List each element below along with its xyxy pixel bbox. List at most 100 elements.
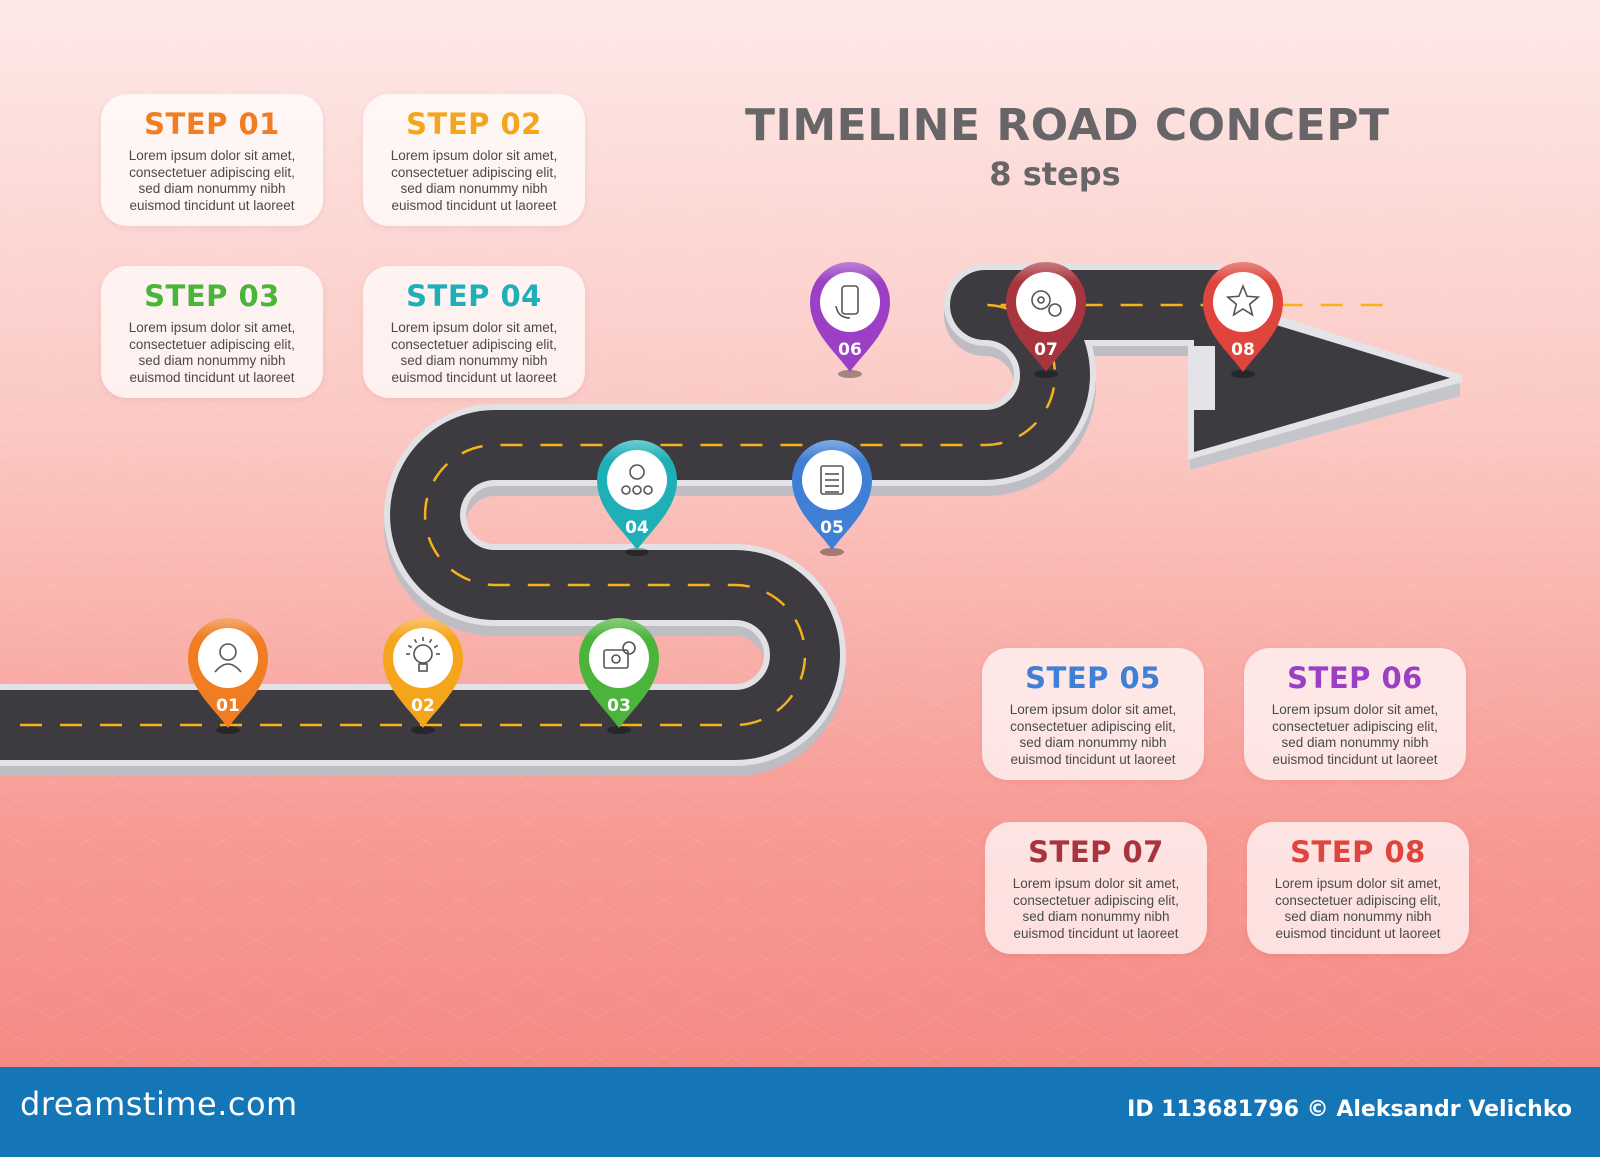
step-line: sed diam nonummy nibh: [138, 181, 286, 196]
step-card-08: STEP 08 Lorem ipsum dolor sit amet, cons…: [1247, 822, 1469, 954]
pin-label: 02: [411, 696, 435, 716]
step-title: STEP 06: [1287, 661, 1423, 695]
step-title: STEP 03: [144, 279, 280, 313]
step-line: sed diam nonummy nibh: [1022, 909, 1170, 924]
pin-label: 08: [1231, 340, 1255, 360]
pin-shadow: [1231, 370, 1255, 378]
step-line: Lorem ipsum dolor sit amet,: [390, 148, 558, 163]
step-title: STEP 02: [406, 107, 542, 141]
map-pin-04: 04: [597, 440, 677, 556]
step-card-02: STEP 02 Lorem ipsum dolor sit amet, cons…: [363, 94, 585, 226]
pin-label: 04: [625, 518, 649, 538]
smartphone-icon: [835, 285, 859, 319]
map-pin-07: 07: [1006, 262, 1086, 378]
step-line: sed diam nonummy nibh: [400, 353, 548, 368]
step-line: Lorem ipsum dolor sit amet,: [1009, 702, 1177, 717]
star-award-icon: [1225, 283, 1261, 317]
step-line: consectetuer adipiscing elit,: [391, 164, 557, 180]
step-line: consectetuer adipiscing elit,: [1013, 892, 1179, 908]
pin-shadow: [820, 548, 844, 556]
footer-credit: ID 113681796 © Aleksandr Velichko: [1127, 1097, 1572, 1122]
step-line: consectetuer adipiscing elit,: [129, 336, 295, 352]
step-line: Lorem ipsum dolor sit amet,: [128, 320, 296, 335]
pin-shadow: [625, 548, 649, 556]
step-description: Lorem ipsum dolor sit amet, consectetuer…: [363, 320, 585, 386]
footer-bar: dreamstime.com ID 113681796 © Aleksandr …: [0, 1067, 1600, 1157]
step-title: STEP 04: [406, 279, 542, 313]
step-line: euismod tincidunt ut laoreet: [1275, 925, 1441, 941]
gears-icon: [1031, 290, 1062, 317]
lightbulb-icon: [406, 637, 440, 672]
pin-shadow: [607, 726, 631, 734]
step-description: Lorem ipsum dolor sit amet, consectetuer…: [363, 148, 585, 214]
step-line: consectetuer adipiscing elit,: [129, 164, 295, 180]
pin-label: 01: [216, 696, 240, 716]
step-line: euismod tincidunt ut laoreet: [391, 197, 557, 213]
road-diagram: 01 02 03 04 05 06 07 08: [0, 262, 1462, 776]
pin-label: 06: [838, 340, 862, 360]
money-icon: [603, 641, 636, 669]
step-line: consectetuer adipiscing elit,: [1010, 718, 1176, 734]
step-line: euismod tincidunt ut laoreet: [129, 197, 295, 213]
pin-shadow: [838, 370, 862, 378]
step-line: Lorem ipsum dolor sit amet,: [1271, 702, 1439, 717]
pins-layer: 01 02 03 04 05 06 07 08: [188, 262, 1283, 734]
pin-label: 05: [820, 518, 844, 538]
pin-disc: [589, 628, 649, 688]
step-description: Lorem ipsum dolor sit amet, consectetuer…: [982, 702, 1204, 768]
step-card-03: STEP 03 Lorem ipsum dolor sit amet, cons…: [101, 266, 323, 398]
step-description: Lorem ipsum dolor sit amet, consectetuer…: [101, 320, 323, 386]
step-description: Lorem ipsum dolor sit amet, consectetuer…: [985, 876, 1207, 942]
page-subtitle: 8 steps: [989, 155, 1121, 193]
lane-markings: [20, 303, 1400, 727]
pin-label: 07: [1034, 340, 1058, 360]
pin-disc: [1213, 272, 1273, 332]
step-title: STEP 07: [1028, 835, 1164, 869]
step-line: sed diam nonummy nibh: [1281, 735, 1429, 750]
step-line: Lorem ipsum dolor sit amet,: [1274, 876, 1442, 891]
step-card-04: STEP 04 Lorem ipsum dolor sit amet, cons…: [363, 266, 585, 398]
step-title: STEP 01: [144, 107, 280, 141]
checklist-icon: [621, 464, 653, 495]
step-line: sed diam nonummy nibh: [1284, 909, 1432, 924]
step-line: euismod tincidunt ut laoreet: [1010, 751, 1176, 767]
pin-shadow: [411, 726, 435, 734]
step-line: euismod tincidunt ut laoreet: [391, 369, 557, 385]
step-card-07: STEP 07 Lorem ipsum dolor sit amet, cons…: [985, 822, 1207, 954]
step-line: Lorem ipsum dolor sit amet,: [1012, 876, 1180, 891]
step-line: consectetuer adipiscing elit,: [1275, 892, 1441, 908]
user-icon: [214, 643, 242, 673]
pin-shadow: [216, 726, 240, 734]
step-line: sed diam nonummy nibh: [1019, 735, 1167, 750]
map-pin-02: 02: [383, 618, 463, 734]
clipboard-icon: [820, 465, 844, 495]
step-card-06: STEP 06 Lorem ipsum dolor sit amet, cons…: [1244, 648, 1466, 780]
step-line: Lorem ipsum dolor sit amet,: [390, 320, 558, 335]
pin-disc: [393, 628, 453, 688]
step-description: Lorem ipsum dolor sit amet, consectetuer…: [1244, 702, 1466, 768]
pin-disc: [1016, 272, 1076, 332]
pin-disc: [198, 628, 258, 688]
pin-shadow: [1034, 370, 1058, 378]
step-description: Lorem ipsum dolor sit amet, consectetuer…: [1247, 876, 1469, 942]
pin-disc: [607, 450, 667, 510]
step-line: euismod tincidunt ut laoreet: [1272, 751, 1438, 767]
step-line: consectetuer adipiscing elit,: [391, 336, 557, 352]
page-title: TIMELINE ROAD CONCEPT: [745, 100, 1390, 151]
step-line: sed diam nonummy nibh: [400, 181, 548, 196]
map-pin-01: 01: [188, 618, 268, 734]
step-line: sed diam nonummy nibh: [138, 353, 286, 368]
step-line: Lorem ipsum dolor sit amet,: [128, 148, 296, 163]
map-pin-05: 05: [792, 440, 872, 556]
step-card-01: STEP 01 Lorem ipsum dolor sit amet, cons…: [101, 94, 323, 226]
map-pin-06: 06: [810, 262, 890, 378]
footer-brand[interactable]: dreamstime.com: [20, 1085, 298, 1123]
step-line: euismod tincidunt ut laoreet: [129, 369, 295, 385]
step-line: euismod tincidunt ut laoreet: [1013, 925, 1179, 941]
step-line: consectetuer adipiscing elit,: [1272, 718, 1438, 734]
pin-label: 03: [607, 696, 631, 716]
step-title: STEP 08: [1290, 835, 1426, 869]
step-card-05: STEP 05 Lorem ipsum dolor sit amet, cons…: [982, 648, 1204, 780]
pin-disc: [820, 272, 880, 332]
map-pin-08: 08: [1203, 262, 1283, 378]
